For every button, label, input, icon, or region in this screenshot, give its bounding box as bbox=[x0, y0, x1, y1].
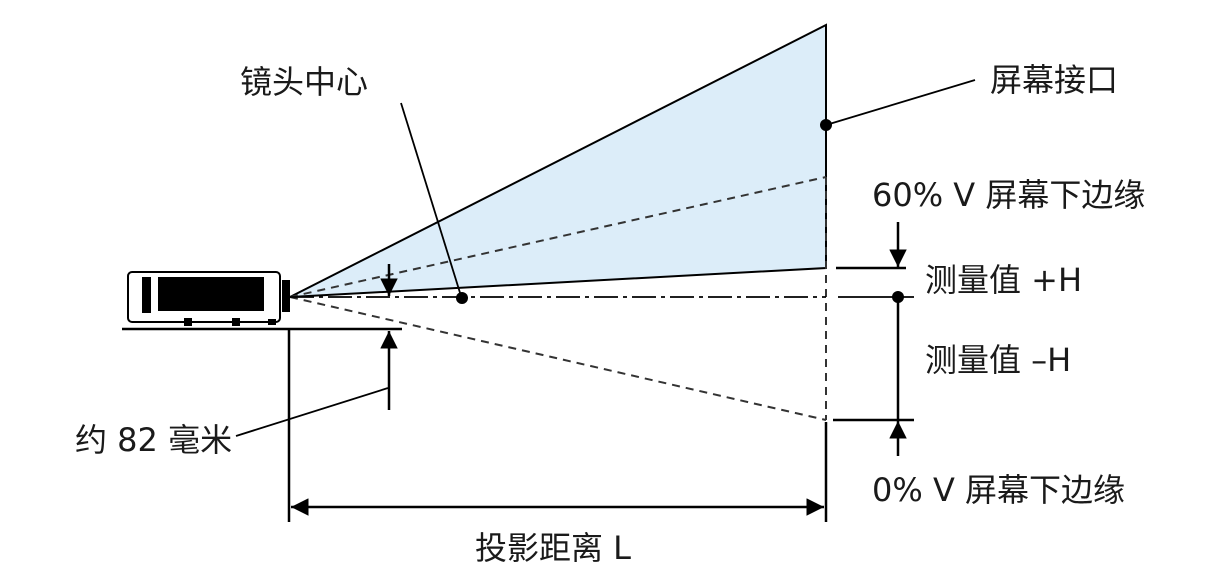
projector-icon bbox=[127, 271, 290, 326]
lens-center-label: 镜头中心 bbox=[240, 63, 368, 101]
screen-bottom-0-label: 0% V 屏幕下边缘 bbox=[872, 471, 1125, 509]
offset-label: 约 82 毫米 bbox=[75, 421, 232, 459]
screen-interface-leader-line bbox=[825, 79, 976, 126]
projection-lower-dashed-line bbox=[289, 296, 827, 421]
offset-leader-line bbox=[235, 387, 389, 437]
projection-mid-dashed-line bbox=[289, 176, 827, 298]
measured-plus-h-label: 测量值 +H bbox=[925, 261, 1082, 299]
throw-distance-label: 投影距离 L bbox=[475, 529, 631, 567]
axis-screen-dot bbox=[892, 291, 904, 303]
projection-area bbox=[289, 23, 827, 298]
screen-interface-label: 屏幕接口 bbox=[990, 61, 1118, 99]
lens-center-dot bbox=[456, 292, 468, 304]
measured-minus-h-label: 测量值 –H bbox=[925, 341, 1071, 379]
lens-center-leader-line bbox=[400, 102, 462, 297]
screen-bottom-60-label: 60% V 屏幕下边缘 bbox=[872, 176, 1145, 214]
